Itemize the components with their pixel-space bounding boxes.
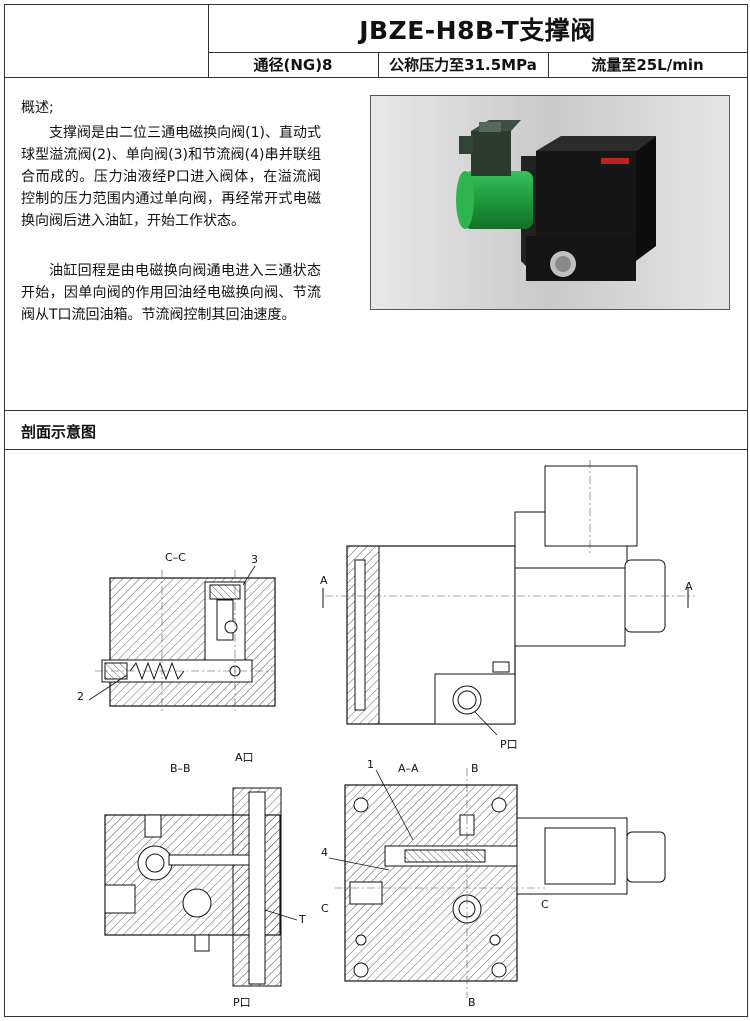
label-a-right: A	[685, 580, 693, 593]
section-heading: 剖面示意图	[21, 423, 97, 441]
label-4: 4	[321, 846, 328, 859]
view-bb: B–B A口 T P口	[104, 751, 306, 1009]
label-p-port-top: P口	[500, 738, 518, 751]
overview-paragraph-2: 油缸回程是由电磁换向阀通电进入三通状态开始，因单向阀的作用回油经电磁换向阀、节流…	[21, 263, 321, 323]
label-cc: C–C	[165, 551, 186, 564]
label-bb: B–B	[170, 762, 191, 775]
valve-illustration	[371, 96, 729, 309]
view-cc: C–C 3 2	[77, 551, 276, 712]
label-2: 2	[77, 690, 84, 703]
title-left-cell	[5, 5, 209, 77]
label-c-right: C	[541, 898, 549, 911]
divider	[5, 449, 747, 450]
page-title: JBZE-H8B-T支撑阀	[208, 5, 747, 53]
view-aa: 1 A–A B 4 C C B	[321, 758, 666, 1009]
spec-pressure: 公称压力至31.5MPa	[378, 52, 549, 77]
datasheet: JBZE-H8B-T支撑阀 通径(NG)8 公称压力至31.5MPa 流量至25…	[4, 4, 748, 1017]
overview-paragraph-1: 支撑阀是由二位三通电磁换向阀(1)、直动式球型溢流阀(2)、单向阀(3)和节流阀…	[21, 125, 321, 229]
spec-diameter: 通径(NG)8	[208, 52, 379, 77]
label-p-port-bottom: P口	[233, 996, 251, 1009]
label-a-left: A	[320, 574, 328, 587]
label-aa: A–A	[398, 762, 419, 775]
label-b-top: B	[471, 762, 479, 775]
label-1: 1	[367, 758, 374, 771]
spec-row: 通径(NG)8 公称压力至31.5MPa 流量至25L/min	[208, 52, 747, 77]
label-t-port: T	[298, 913, 306, 926]
section-drawing: C–C 3 2 A	[5, 450, 747, 1016]
overview-heading: 概述;	[21, 100, 54, 116]
cross-section-diagram: C–C 3 2 A	[77, 460, 695, 1009]
divider	[5, 410, 747, 411]
title-row: JBZE-H8B-T支撑阀	[5, 5, 747, 77]
spec-flow: 流量至25L/min	[591, 56, 704, 74]
label-c-left: C	[321, 902, 329, 915]
divider	[5, 77, 747, 78]
view-elevation: A A P口	[320, 460, 695, 751]
label-a-port: A口	[235, 751, 254, 764]
label-b-bottom: B	[468, 996, 476, 1009]
product-photo	[370, 95, 730, 310]
label-3: 3	[251, 553, 258, 566]
